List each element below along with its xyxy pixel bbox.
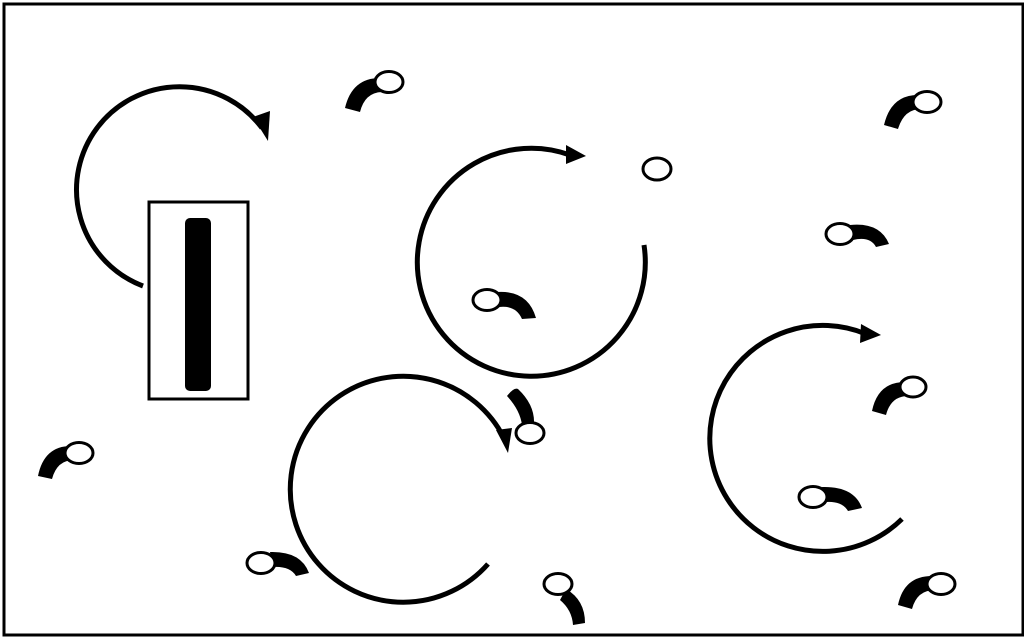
- ball-piece-6[interactable]: [872, 377, 926, 415]
- rotate-arrow-3[interactable]: [290, 376, 512, 602]
- ball-piece-2[interactable]: [884, 92, 941, 130]
- ball-piece-1[interactable]: [345, 72, 403, 113]
- rotate-arrow-4[interactable]: [710, 324, 902, 551]
- ball-piece-9[interactable]: [247, 552, 309, 576]
- ball-piece-10[interactable]: [544, 574, 585, 626]
- ball-piece-7[interactable]: [38, 443, 93, 480]
- ball-piece-8[interactable]: [799, 487, 862, 512]
- loose-ball[interactable]: [643, 158, 671, 180]
- ball-piece-4[interactable]: [473, 290, 536, 320]
- ball-piece-5[interactable]: [507, 389, 544, 444]
- ball-piece-3[interactable]: [826, 224, 889, 248]
- rotate-arrow-2[interactable]: [417, 145, 645, 376]
- paddle-bar: [185, 218, 211, 391]
- ball-piece-11[interactable]: [898, 574, 955, 610]
- paddle-slot[interactable]: [149, 202, 248, 399]
